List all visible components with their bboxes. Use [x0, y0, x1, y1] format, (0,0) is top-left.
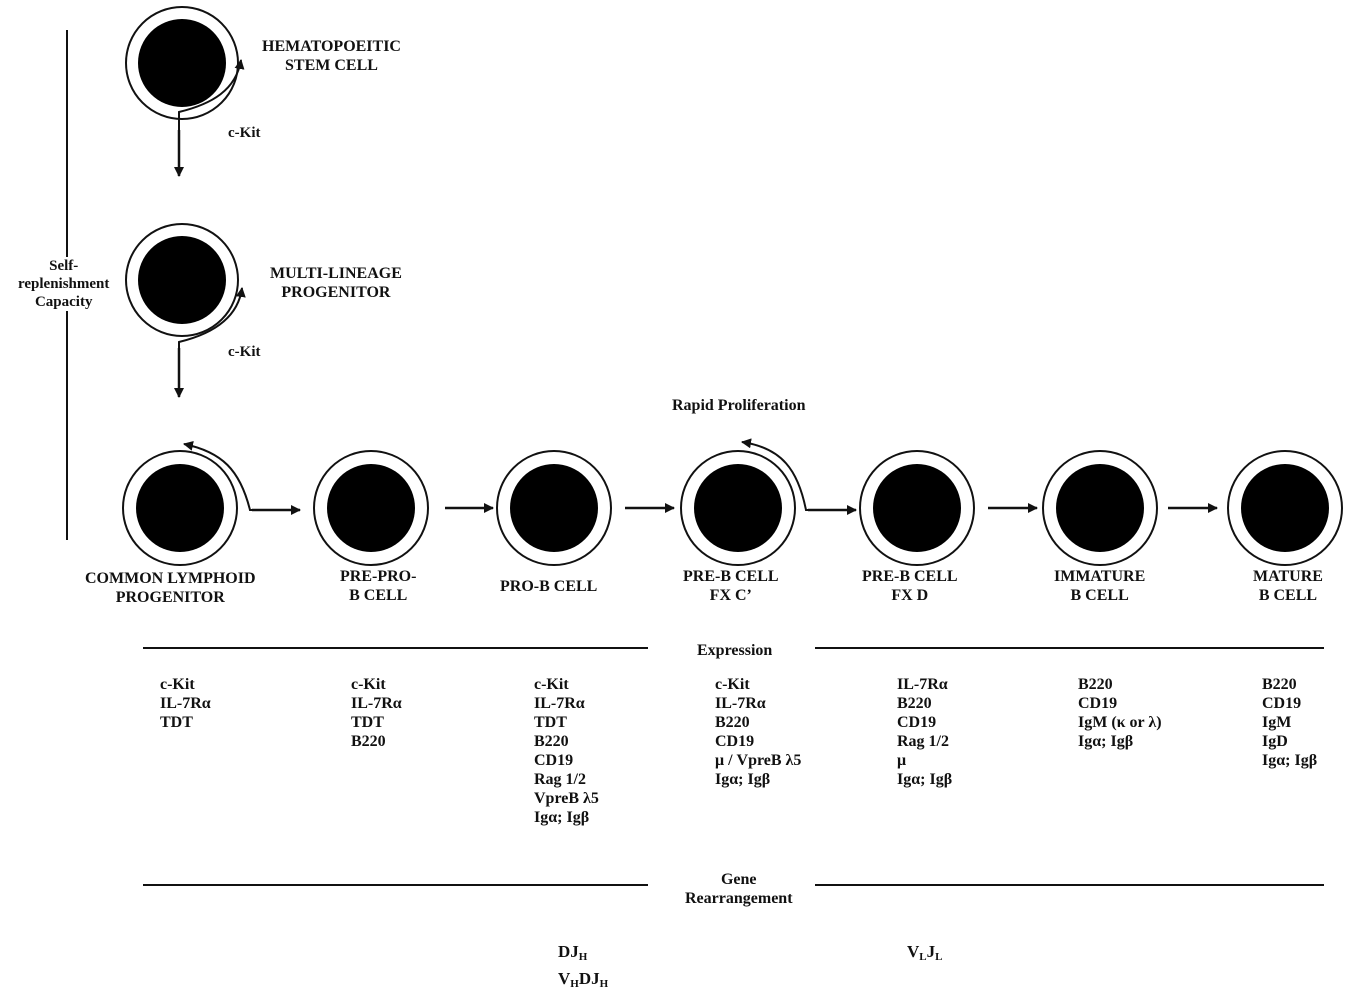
ckit-label-upper: c-Kit — [228, 125, 261, 141]
rapid-proliferation-label: Rapid Proliferation — [672, 397, 806, 414]
stage-name-pre-pro-b: PRE-PRO- B CELL — [340, 568, 417, 604]
stage-name-clp: COMMON LYMPHOID PROGENITOR — [85, 570, 256, 606]
mlp-self-renewal-arrow — [178, 287, 246, 348]
hsc-self-renewal-arrow — [178, 59, 245, 130]
mlp-cell — [125, 223, 239, 337]
rearrangement-djh: DJH — [558, 942, 588, 963]
rapid-proliferation-arrow — [741, 438, 855, 511]
mlp-label: MULTI-LINEAGE PROGENITOR — [270, 265, 402, 301]
light-chain-rearrangement: VLJL — [907, 941, 942, 968]
pre-b-fxd-cell — [859, 450, 975, 566]
rearrangement-vhdjh: VHDJH — [558, 969, 609, 990]
markers-mature-b: B220 CD19 IgM IgD Igα; Igβ — [1262, 676, 1318, 769]
markers-pre-b-fxc: c-Kit IL-7Rα B220 CD19 μ / VpreB λ5 Igα;… — [715, 676, 802, 788]
self-renewal-label: Self- replenishment Capacity — [18, 257, 110, 311]
stage-name-pre-b-fxc: PRE-B CELL FX C’ — [683, 568, 779, 604]
stage-name-immature-b: IMMATURE B CELL — [1054, 568, 1146, 604]
immature-b-cell — [1042, 450, 1158, 566]
stage-name-pre-b-fxd: PRE-B CELL FX D — [862, 568, 958, 604]
stage-name-pro-b: PRO-B CELL — [500, 578, 598, 595]
markers-pre-pro-b: c-Kit IL-7Rα TDT B220 — [351, 676, 402, 750]
expression-label: Expression — [697, 642, 773, 659]
pre-b-fxc-cell — [680, 450, 796, 566]
stage-name-mature-b: MATURE B CELL — [1253, 568, 1323, 604]
pro-b-cell — [496, 450, 612, 566]
ckit-label-lower: c-Kit — [228, 344, 261, 360]
hsc-cell — [125, 6, 239, 120]
heavy-chain-rearrangements: DJH VHDJH — [558, 941, 608, 995]
markers-clp: c-Kit IL-7Rα TDT — [160, 676, 211, 731]
pre-pro-b-cell — [313, 450, 429, 566]
clp-cell — [122, 450, 238, 566]
hsc-label: HEMATOPOEITIC STEM CELL — [262, 38, 401, 74]
mature-b-cell — [1227, 450, 1343, 566]
clp-loop-arrow — [183, 440, 300, 511]
markers-pro-b: c-Kit IL-7Rα TDT B220 CD19 Rag 1/2 VpreB… — [534, 676, 599, 826]
rearrangement-vljl: VLJL — [907, 942, 943, 963]
gene-rearrangement-label: Gene Rearrangement — [685, 871, 793, 907]
markers-pre-b-fxd: IL-7Rα B220 CD19 Rag 1/2 μ Igα; Igβ — [897, 676, 953, 788]
markers-immature-b: B220 CD19 IgM (κ or λ) Igα; Igβ — [1078, 676, 1162, 750]
